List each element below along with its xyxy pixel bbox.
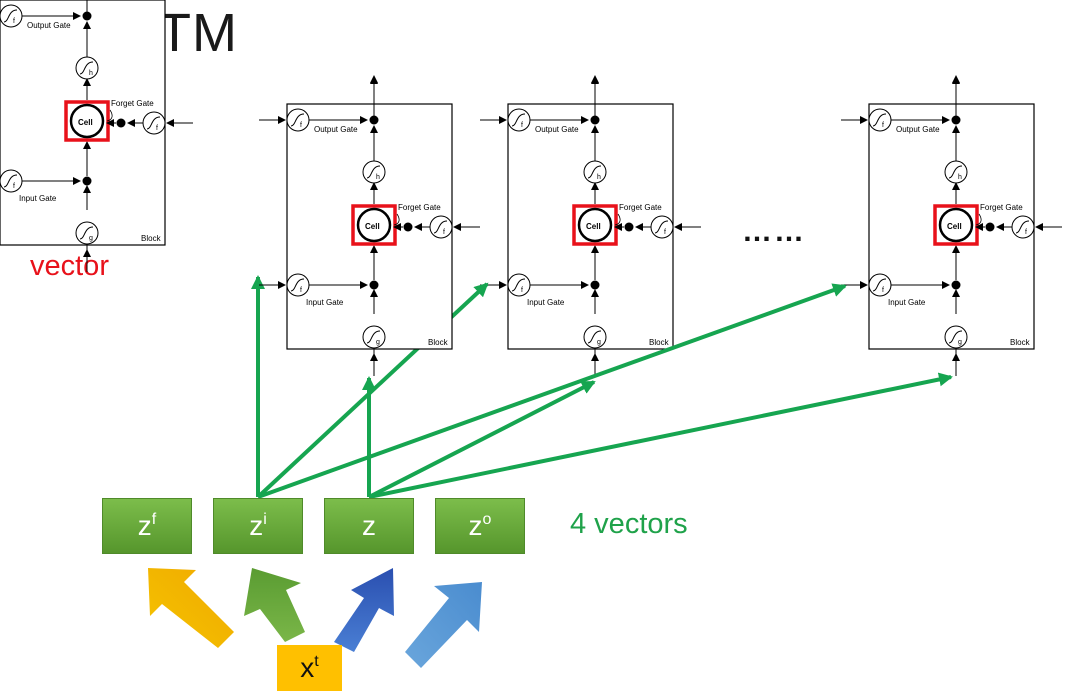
gate-symbol-f: f xyxy=(13,18,15,25)
output-gate-label: Output Gate xyxy=(27,21,71,30)
lstm-block-2 xyxy=(480,76,701,376)
zi-sup: i xyxy=(263,511,267,528)
zi-base: z xyxy=(249,510,264,541)
gate-symbol-f: f xyxy=(156,125,158,132)
vector-label: vector xyxy=(30,250,109,282)
zf-sup: f xyxy=(151,511,157,528)
zf-base: z xyxy=(137,510,152,541)
arrow-to-zi xyxy=(244,568,305,642)
input-x-sup: t xyxy=(314,653,319,670)
z-to-blockn-arrow xyxy=(368,372,953,499)
gate-symbol-g: g xyxy=(89,235,93,242)
z-to-block2-arrow xyxy=(368,380,596,499)
vector-count-label: 4 vectors xyxy=(570,508,688,540)
input-x-base: x xyxy=(300,652,315,683)
z-box: z xyxy=(324,498,414,554)
z-base: z xyxy=(362,510,376,541)
forget-gate-label: Forget Gate xyxy=(111,99,154,108)
zi-to-blockn-arrow xyxy=(257,283,847,499)
gate-symbol-h: h xyxy=(89,70,93,77)
gate-symbol-f: f xyxy=(13,183,15,190)
arrow-to-z xyxy=(334,568,394,652)
block-label: Block xyxy=(141,234,162,243)
zi-to-block2-arrow xyxy=(256,282,489,499)
arrow-to-zo xyxy=(405,582,482,668)
input-arrows xyxy=(148,568,482,668)
lstm-block: f Output Gate h Cell f Forget Gate f Inp… xyxy=(0,0,193,272)
arrow-to-zf xyxy=(148,568,234,648)
zo-base: z xyxy=(468,510,483,541)
ellipsis: …… xyxy=(742,215,806,248)
lstm-block-n xyxy=(841,76,1062,376)
input-gate-label: Input Gate xyxy=(19,194,57,203)
z-connections xyxy=(362,372,953,499)
zo-sup: o xyxy=(482,511,492,528)
cell-label: Cell xyxy=(78,118,93,127)
